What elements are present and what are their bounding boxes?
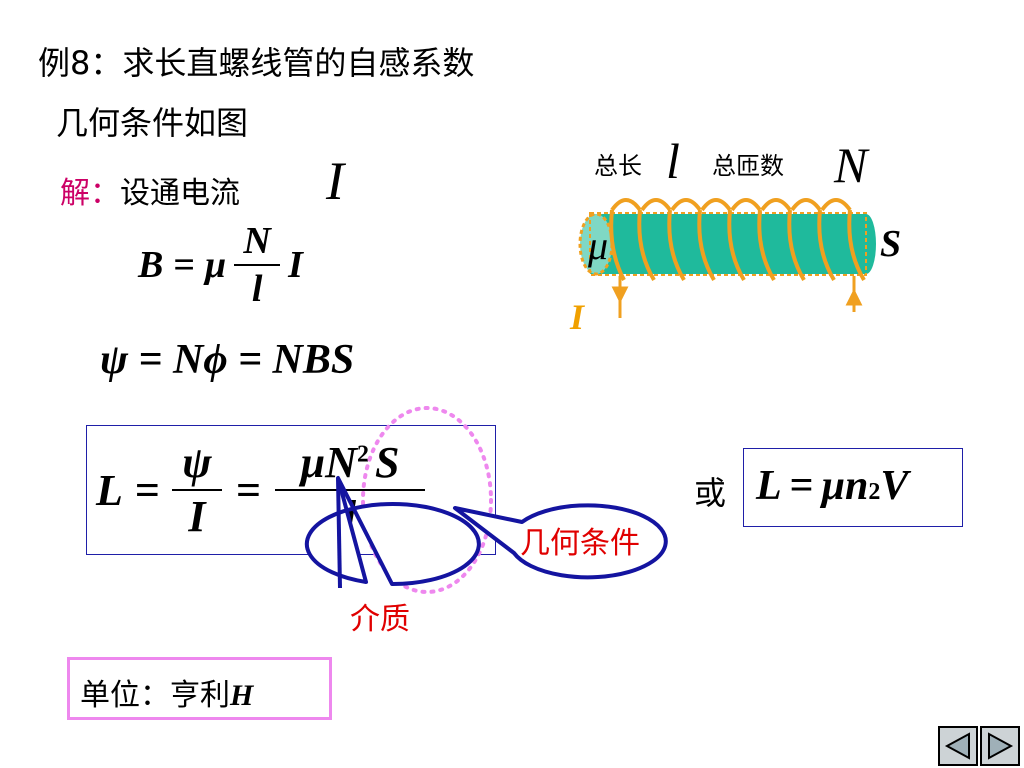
medium-callout-text: 介质 bbox=[350, 602, 410, 637]
highlight-ellipse bbox=[361, 406, 493, 594]
geometry-callout-text: 几何条件 bbox=[520, 526, 640, 561]
eq-l-psi: ψ bbox=[182, 438, 212, 487]
medium-callout-bubble bbox=[304, 476, 481, 587]
core-outline bbox=[589, 212, 867, 276]
page-title: 例8：求长直螺线管的自感系数 bbox=[38, 44, 475, 82]
eq-b-num: N bbox=[243, 220, 271, 262]
eq-l-exp: 2 bbox=[356, 441, 369, 468]
geometry-callout-bubble bbox=[453, 503, 668, 580]
up-arrow-icon bbox=[845, 288, 863, 306]
solution-text: 设通电流 bbox=[120, 176, 240, 211]
total-length-label: 总长 bbox=[594, 152, 642, 180]
solenoid-diagram bbox=[578, 198, 876, 318]
next-button[interactable] bbox=[980, 726, 1020, 766]
solution-label: 解： bbox=[60, 176, 120, 211]
current-leads bbox=[611, 276, 863, 318]
prev-triangle-icon bbox=[944, 732, 970, 760]
eq-b-mu: μ bbox=[205, 244, 227, 286]
coil-back bbox=[610, 198, 852, 212]
eq-l-fraction-1: ψ I bbox=[171, 438, 222, 541]
eq-l-equals-2: = bbox=[235, 465, 262, 515]
total-turns-label: 总匝数 bbox=[712, 152, 784, 180]
down-arrow-icon bbox=[611, 286, 629, 304]
length-symbol: l bbox=[666, 133, 680, 189]
eq-l-equals-1: = bbox=[134, 465, 160, 515]
eq-b-tail: I bbox=[288, 244, 303, 286]
unit-label: 单位：亨利 bbox=[80, 678, 230, 713]
eq-l-i: I bbox=[188, 492, 206, 541]
eq-b-lhs: B bbox=[138, 244, 164, 286]
or-label: 或 bbox=[694, 474, 727, 512]
current-symbol: I bbox=[326, 151, 344, 211]
equation-l-box bbox=[86, 425, 496, 555]
eq-b-equals: = bbox=[173, 244, 196, 286]
eq-l2-exp: 2 bbox=[868, 479, 881, 505]
solution-line: 解：设通电流 bbox=[60, 168, 240, 212]
equation-b: B = μ N l I bbox=[138, 222, 303, 308]
medium-callout-tail bbox=[336, 477, 342, 589]
eq-b-den: l bbox=[251, 268, 263, 310]
eq-b-fraction: N l bbox=[234, 220, 281, 310]
coil-front bbox=[609, 209, 866, 282]
core-end bbox=[856, 214, 876, 274]
subtitle: 几何条件如图 bbox=[56, 104, 249, 142]
eq-l-mu: μ bbox=[300, 438, 326, 487]
eq-l2-equals: = bbox=[789, 463, 814, 509]
eq-l2-lhs: L bbox=[756, 463, 782, 509]
eq-l-s: S bbox=[374, 438, 400, 487]
unit-line: 单位：亨利H bbox=[80, 670, 253, 714]
diagram-current-symbol: I bbox=[570, 297, 585, 337]
equation-psi: ψ = Nϕ = NBS bbox=[100, 337, 355, 383]
fraction-bar bbox=[171, 489, 222, 491]
turns-symbol: N bbox=[834, 137, 868, 193]
equation-l2-box bbox=[743, 448, 963, 527]
fraction-bar bbox=[275, 489, 426, 491]
mu-symbol: μ bbox=[588, 223, 609, 268]
eq-l-lhs: L bbox=[96, 465, 123, 515]
eq-l-n: N bbox=[325, 438, 357, 487]
area-symbol: S bbox=[880, 223, 902, 265]
unit-symbol: H bbox=[230, 679, 254, 712]
eq-l2-mu: μ bbox=[821, 463, 845, 509]
eq-l2-n: n bbox=[844, 463, 869, 509]
fraction-bar bbox=[234, 264, 281, 266]
eq-l2-v: V bbox=[880, 463, 909, 509]
unit-box bbox=[67, 657, 332, 720]
prev-button[interactable] bbox=[938, 726, 978, 766]
next-triangle-icon bbox=[988, 732, 1014, 760]
